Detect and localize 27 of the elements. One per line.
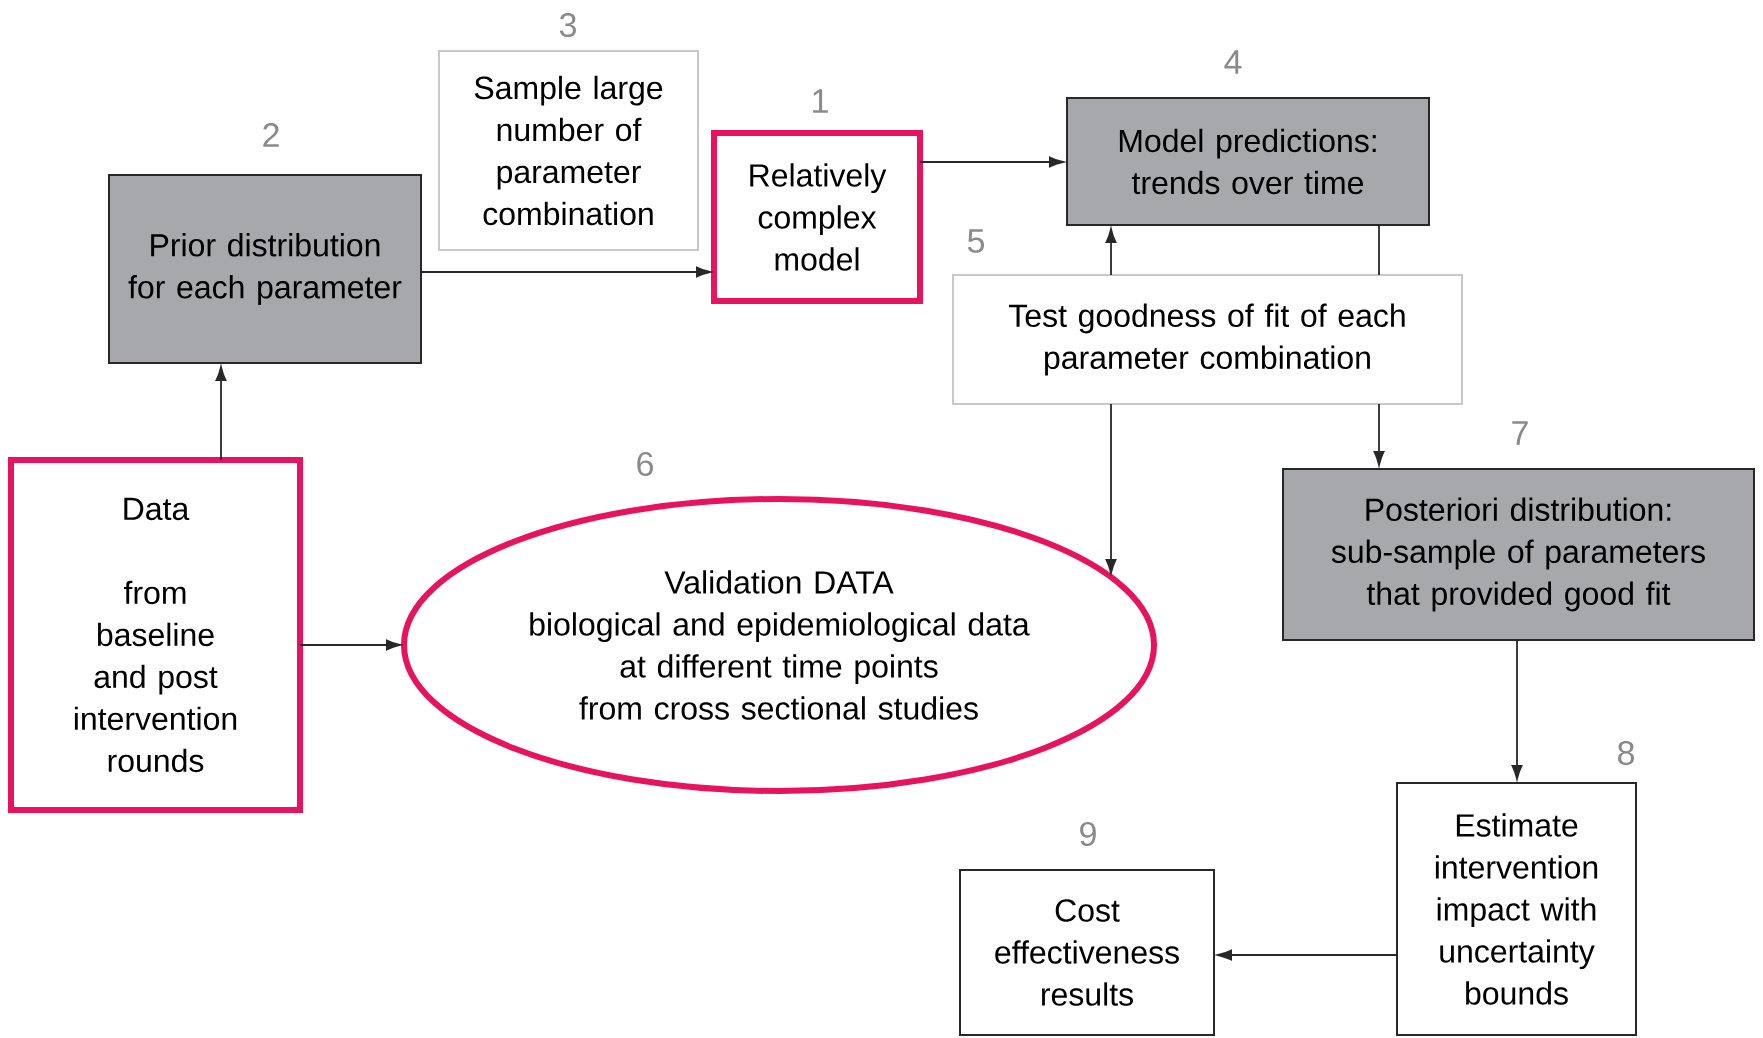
arrow [1105,403,1117,574]
process-box: Sample large number of parameter combination [438,50,699,251]
arrow [420,266,711,278]
highlighted-box: Relatively complex model [711,130,923,304]
step-number: 5 [967,229,984,253]
process-box: Test goodness of fit of each parameter combination [952,274,1463,405]
step-number: 4 [1224,50,1242,74]
step-number: 9 [1080,821,1096,847]
arrow [919,156,1064,168]
shaded-box: Model predictions: trends over time [1066,97,1430,226]
highlighted-box: Data from baseline and post intervention rounds [8,457,303,813]
process-box: Estimate intervention impact with uncertainty bounds [1396,782,1637,1036]
arrow [1105,228,1117,276]
step-number: 7 [1512,421,1528,445]
shaded-box: Prior distribution for each parameter [108,174,422,364]
arrow [1217,949,1398,961]
step-number: 2 [263,123,279,147]
arrow [215,366,227,461]
process-box: Cost effectiveness results [959,869,1215,1036]
step-number: 8 [1618,740,1634,766]
arrow [1511,639,1523,780]
arrow [1373,403,1385,466]
step-number: 1 [813,89,828,113]
step-number: 6 [637,451,653,477]
shaded-box: Posteriori distribution: sub-sample of parameters that provided good fit [1282,468,1755,641]
step-number: 3 [559,12,576,38]
arrow [299,639,401,651]
